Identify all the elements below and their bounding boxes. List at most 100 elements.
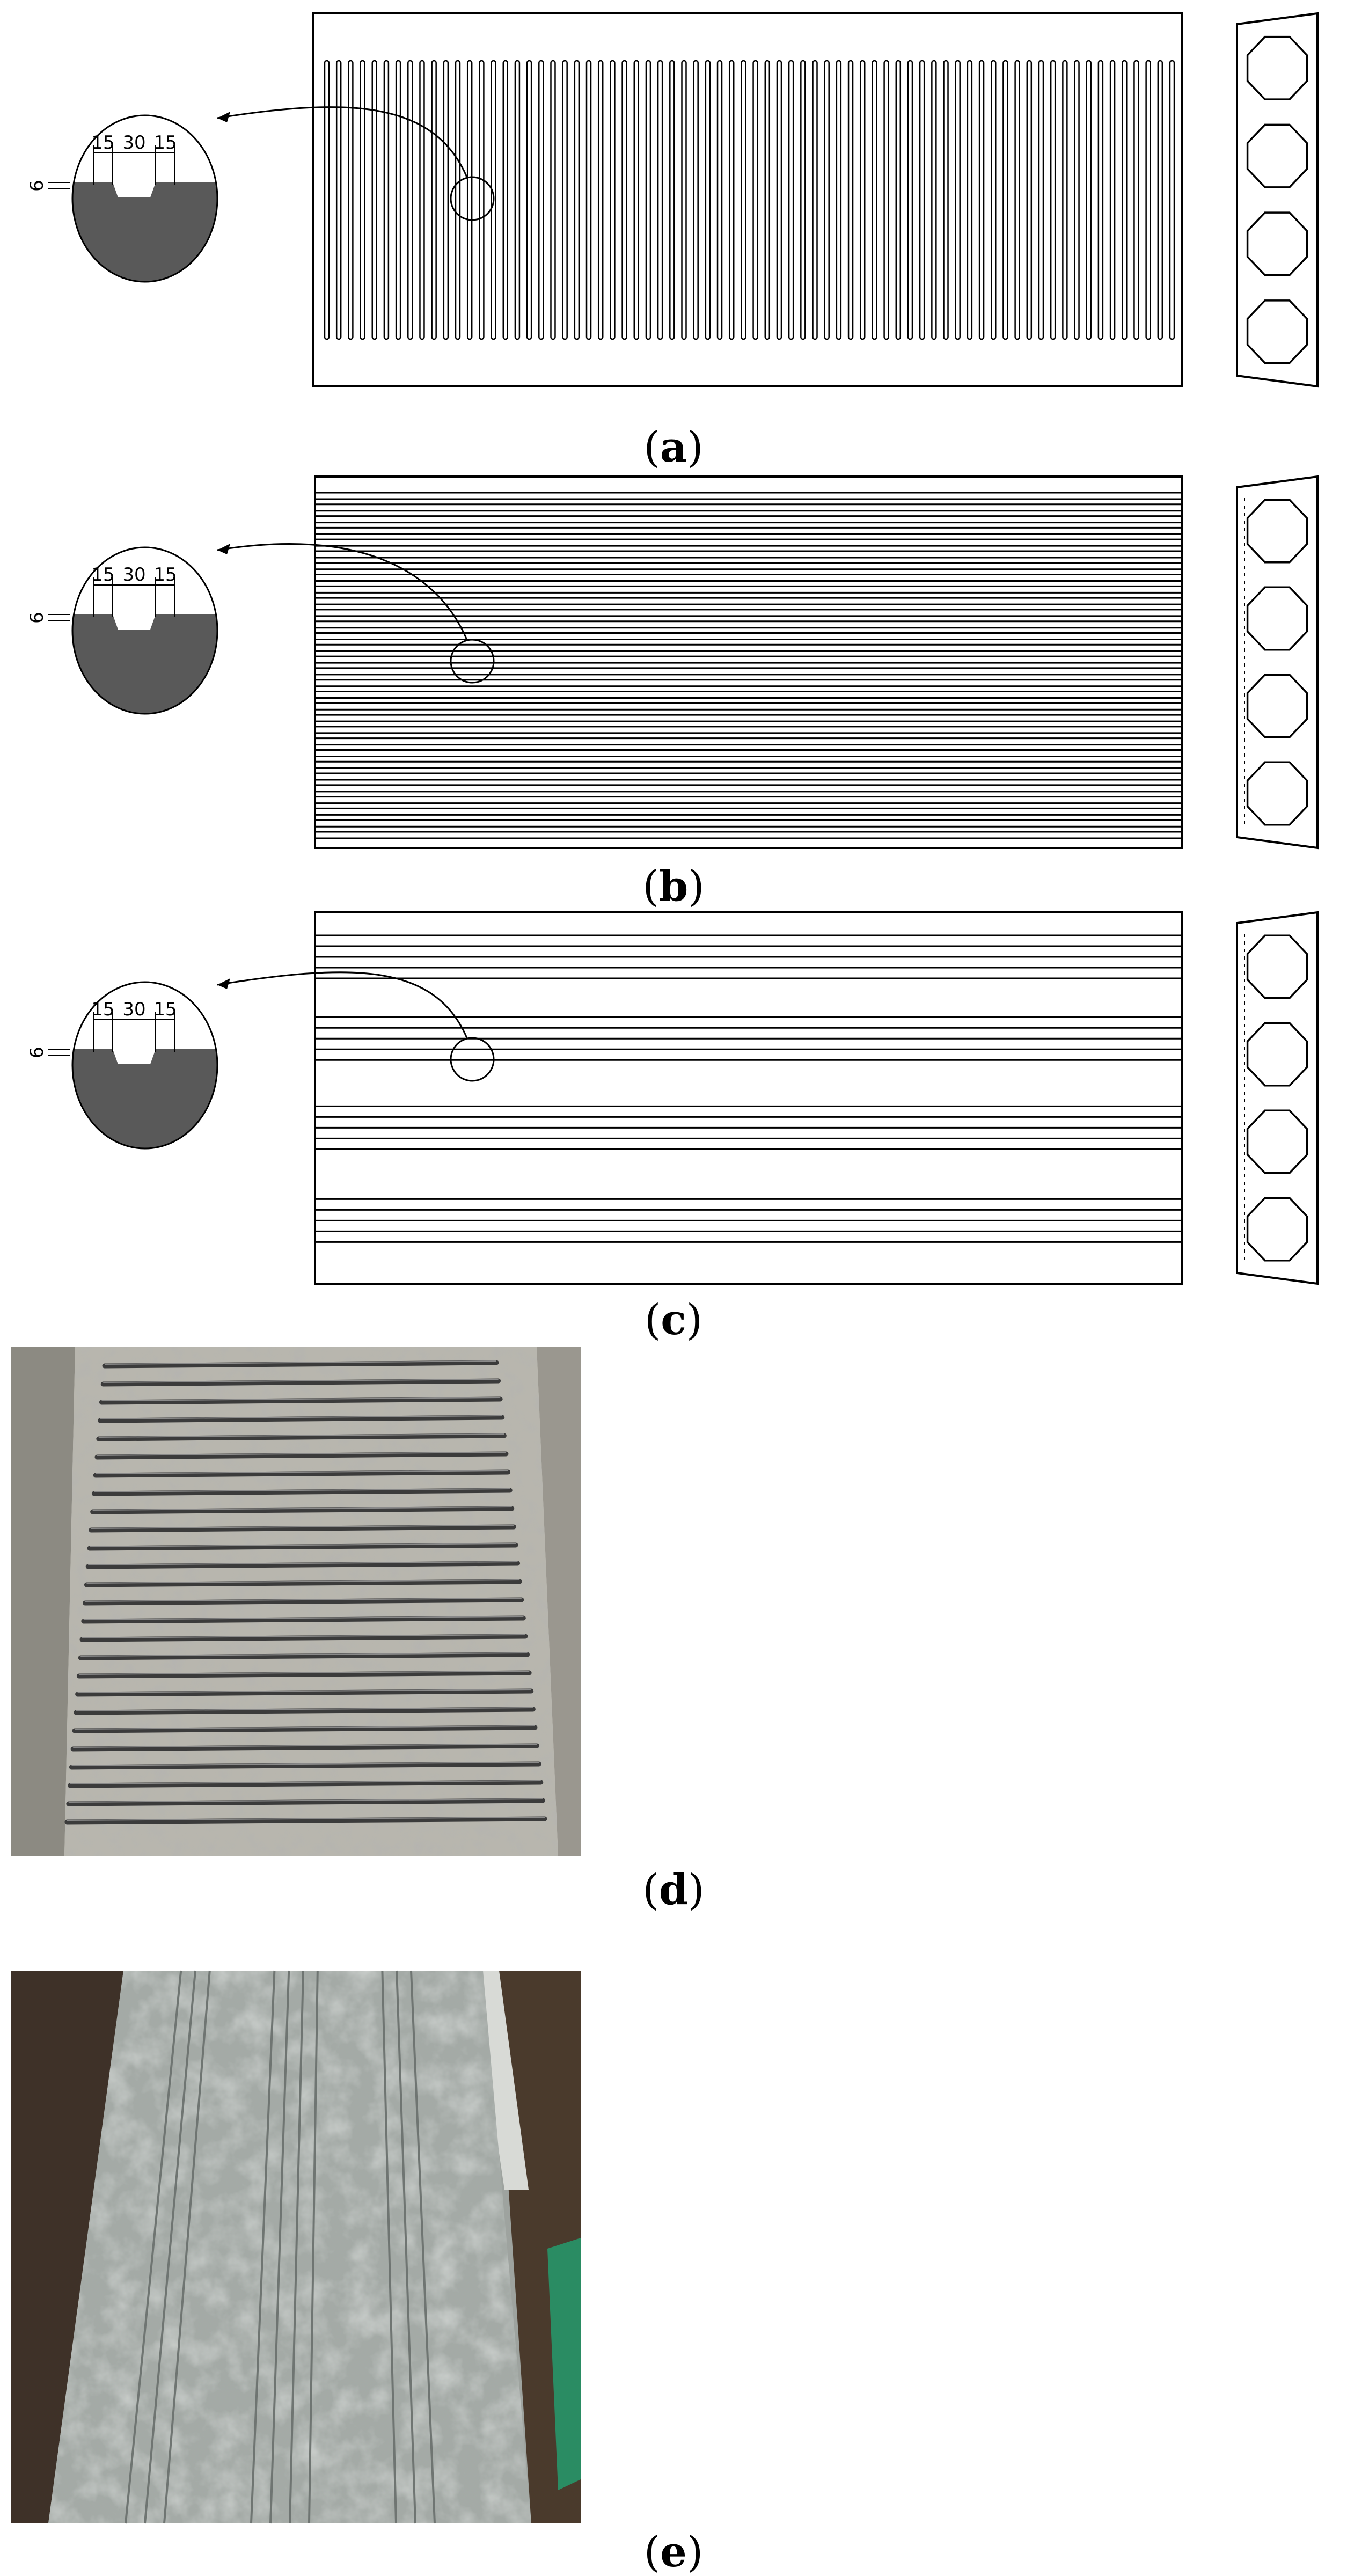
groove xyxy=(1014,60,1020,340)
detail-concrete-section xyxy=(72,182,217,282)
groove xyxy=(669,60,675,340)
groove xyxy=(907,60,913,340)
photo-d-rebars xyxy=(64,1360,547,1825)
groove xyxy=(943,60,949,340)
groove xyxy=(716,60,723,340)
groove xyxy=(371,60,377,340)
groove xyxy=(824,60,830,340)
rebar-highlight xyxy=(70,1780,541,1784)
groove xyxy=(574,60,580,340)
rebar-highlight xyxy=(104,1360,497,1365)
groove xyxy=(1169,60,1175,340)
rebar-highlight xyxy=(103,1379,499,1383)
groove xyxy=(847,60,854,340)
rebar xyxy=(83,1597,524,1606)
detail-leader-arrow xyxy=(217,543,468,640)
groove xyxy=(597,60,604,340)
groove xyxy=(431,60,437,340)
rebar-highlight xyxy=(101,1397,501,1401)
rebar-highlight xyxy=(98,1433,504,1438)
groove xyxy=(883,60,889,340)
groove-trace xyxy=(410,1970,436,2524)
rebar xyxy=(84,1579,522,1587)
groove xyxy=(836,60,842,340)
groove xyxy=(1122,60,1128,340)
groove xyxy=(931,60,937,340)
arrowhead xyxy=(217,544,230,554)
section-hollow-core xyxy=(1246,1022,1308,1087)
rebar-highlight xyxy=(79,1671,530,1675)
groove xyxy=(443,60,449,340)
groove-trace xyxy=(396,1970,416,2524)
groove xyxy=(1109,60,1116,340)
rebar xyxy=(75,1688,534,1697)
groove xyxy=(967,60,973,340)
section-hollow-core xyxy=(1246,934,1308,999)
detail-leader-arrow xyxy=(217,971,468,1038)
rebar-highlight xyxy=(82,1634,526,1638)
groove-trace xyxy=(289,1970,304,2524)
section-hollow-core xyxy=(1246,123,1308,188)
rebar-highlight xyxy=(67,1817,545,1821)
groove xyxy=(562,60,568,340)
detail-concrete-section xyxy=(72,1049,217,1148)
rebar-highlight xyxy=(96,1470,508,1474)
groove xyxy=(859,60,866,340)
rebar xyxy=(100,1378,501,1387)
groove xyxy=(991,60,997,340)
section-hollow-core xyxy=(1246,1109,1308,1174)
groove xyxy=(657,60,663,340)
section-hollow-core xyxy=(1246,586,1308,651)
groove xyxy=(705,60,711,340)
photo-e-grooves xyxy=(125,1970,436,2524)
groove-trace xyxy=(250,1970,276,2524)
groove xyxy=(585,60,592,340)
groove xyxy=(455,60,461,340)
rebar-highlight xyxy=(80,1652,528,1657)
section-outline xyxy=(1236,475,1319,850)
section-hollow-core xyxy=(1246,499,1308,564)
caption-d: (d) xyxy=(642,1865,704,1914)
rebar xyxy=(98,1415,505,1423)
rebar-highlight xyxy=(73,1744,537,1748)
rebar xyxy=(96,1433,507,1441)
dim-label-15-left: 15 xyxy=(91,999,114,1020)
arrowhead xyxy=(217,112,230,122)
groove xyxy=(1097,60,1104,340)
dim-label-15-right: 15 xyxy=(153,132,177,153)
rebar-highlight xyxy=(100,1415,502,1419)
groove xyxy=(1050,60,1056,340)
groove xyxy=(1157,60,1163,340)
section-hollow-core xyxy=(1246,674,1308,738)
section-outline xyxy=(1236,12,1319,388)
groove xyxy=(872,60,877,340)
groove-trace xyxy=(163,1970,211,2524)
rebar xyxy=(66,1798,545,1806)
rebar-highlight xyxy=(89,1543,516,1547)
groove-trace xyxy=(125,1970,182,2524)
rebar-highlight xyxy=(86,1579,520,1584)
arrowhead xyxy=(217,978,230,989)
rebar xyxy=(85,1561,521,1569)
rebar xyxy=(93,1469,511,1478)
depth-label-6: 6 xyxy=(26,1046,48,1058)
rebar-highlight xyxy=(85,1598,522,1602)
rebar xyxy=(87,1542,518,1551)
detail-marker-circle xyxy=(450,176,495,221)
rebar xyxy=(68,1780,544,1788)
detail-marker-circle xyxy=(450,639,495,684)
section-hollow-core xyxy=(1246,211,1308,276)
groove xyxy=(395,60,401,340)
groove xyxy=(633,60,640,340)
detail-ellipse xyxy=(71,981,218,1150)
rebar-highlight xyxy=(71,1762,539,1766)
groove xyxy=(383,60,390,340)
rebar-highlight xyxy=(83,1616,524,1620)
groove xyxy=(348,60,354,340)
dim-label-15-right: 15 xyxy=(153,564,177,586)
rebar xyxy=(99,1396,503,1405)
groove xyxy=(1026,60,1033,340)
rebar xyxy=(89,1524,516,1533)
groove xyxy=(776,60,782,340)
groove xyxy=(741,60,746,340)
